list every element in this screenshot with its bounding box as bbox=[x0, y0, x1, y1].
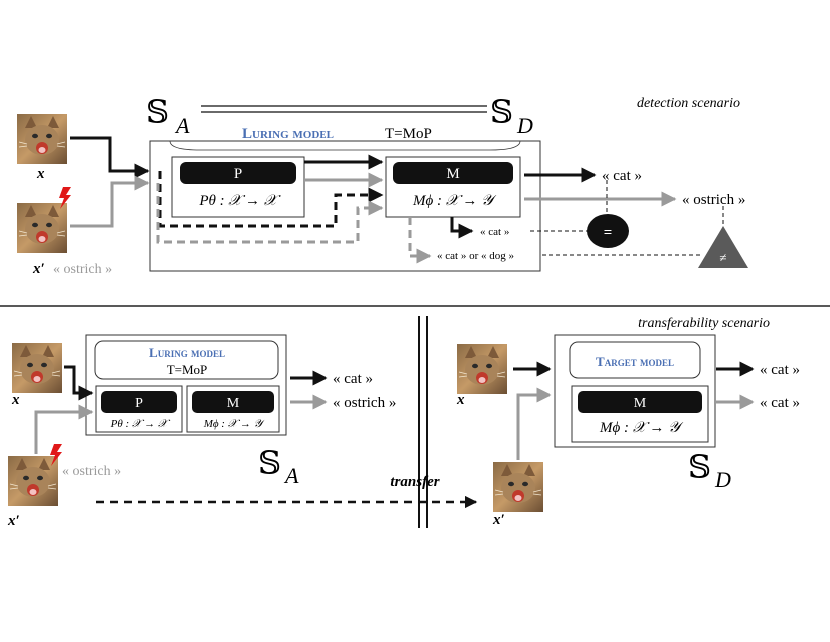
svg-text:D: D bbox=[714, 467, 731, 492]
small-cat-label: « cat » bbox=[480, 226, 509, 238]
target-output-1: « cat » bbox=[760, 362, 800, 378]
x-label-transfer: x bbox=[11, 392, 20, 408]
arrow-m-cat-or-dog bbox=[408, 217, 432, 264]
dashed-bypass-gray bbox=[156, 183, 384, 244]
target-output-2: « cat » bbox=[760, 395, 800, 411]
arrow-x-in-transfer bbox=[64, 365, 94, 401]
xprime-label-target: x′ bbox=[492, 512, 505, 528]
luring-output-ostrich: « ostrich » bbox=[333, 395, 396, 411]
svg-text:𝕊: 𝕊 bbox=[490, 93, 513, 131]
arrow-xprime-in-target bbox=[516, 387, 552, 460]
set-a-symbol-transfer: 𝕊 A bbox=[258, 444, 299, 488]
cat-image-x-target bbox=[456, 343, 508, 395]
luring-model-eq-transfer: T=MoP bbox=[167, 362, 208, 377]
transferability-title: transferability scenario bbox=[638, 316, 770, 331]
set-d-symbol-transfer: 𝕊 D bbox=[688, 448, 731, 492]
p-equation-transfer: Pθ : 𝒳 → 𝒳 bbox=[110, 418, 171, 430]
p-equation: Pθ : 𝒳 → 𝒳 bbox=[198, 193, 280, 209]
set-d-symbol: 𝕊 D bbox=[490, 93, 533, 138]
target-model-box bbox=[554, 334, 716, 448]
arrow-x-in bbox=[70, 136, 150, 179]
m-label-pill bbox=[393, 162, 513, 184]
p-label-pill bbox=[180, 162, 296, 184]
xprime-label: x′ bbox=[32, 261, 45, 277]
xprime-tag-transfer: « ostrich » bbox=[62, 464, 121, 479]
xprime-tag: « ostrich » bbox=[53, 262, 112, 277]
arrow-xprime-in-transfer bbox=[34, 404, 94, 454]
luring-brace bbox=[169, 140, 521, 151]
dashed-bypass-black bbox=[158, 171, 384, 228]
output-ostrich: « ostrich » bbox=[682, 192, 745, 208]
cat-image-x-transfer bbox=[11, 342, 63, 394]
m-label-transfer: M bbox=[227, 396, 240, 411]
xprime-label-transfer: x′ bbox=[7, 513, 20, 529]
p-label: P bbox=[234, 166, 242, 182]
luring-model-label: Luring model T=MoP bbox=[242, 126, 432, 142]
target-m-label: M bbox=[634, 396, 647, 411]
luring-model-header bbox=[94, 340, 279, 380]
p-label-pill-transfer bbox=[101, 391, 177, 413]
target-model-header bbox=[569, 341, 701, 379]
cat-image-x bbox=[16, 113, 68, 165]
equal-symbol: = bbox=[604, 225, 613, 241]
svg-text:𝕊: 𝕊 bbox=[258, 444, 281, 482]
svg-text:A: A bbox=[283, 463, 299, 488]
svg-text:Luring model: Luring model bbox=[242, 126, 334, 142]
cat-image-xprime-target bbox=[492, 461, 544, 513]
cat-image-xprime-transfer bbox=[7, 455, 59, 507]
target-m-pill bbox=[578, 391, 702, 413]
equal-circle bbox=[587, 214, 629, 248]
luring-model-box bbox=[149, 140, 541, 272]
transfer-label: transfer bbox=[390, 474, 439, 490]
set-a-symbol: 𝕊 A bbox=[146, 93, 190, 138]
not-equal-triangle bbox=[698, 226, 748, 268]
target-m-equation: Mϕ : 𝒳 → 𝒴 bbox=[599, 420, 684, 436]
not-equal-symbol: ≠ bbox=[719, 250, 726, 265]
arrow-m-small-cat bbox=[450, 217, 474, 239]
target-model-label: Target model bbox=[596, 354, 674, 369]
m-equation-transfer: Mϕ : 𝒳 → 𝒴 bbox=[203, 418, 266, 430]
x-label: x bbox=[36, 166, 45, 182]
output-cat: « cat » bbox=[602, 168, 642, 184]
svg-text:A: A bbox=[174, 113, 190, 138]
svg-text:T=MoP: T=MoP bbox=[385, 126, 432, 142]
cat-or-dog-label: « cat » or « dog » bbox=[437, 250, 514, 262]
m-equation: Mϕ : 𝒳 → 𝒴 bbox=[412, 193, 497, 209]
m-label-pill-transfer bbox=[192, 391, 274, 413]
svg-text:D: D bbox=[516, 113, 533, 138]
m-label: M bbox=[446, 166, 459, 182]
x-label-target: x bbox=[456, 392, 465, 408]
arrow-xprime-in bbox=[70, 175, 150, 228]
luring-output-cat: « cat » bbox=[333, 371, 373, 387]
svg-text:𝕊: 𝕊 bbox=[688, 448, 711, 486]
detection-title: detection scenario bbox=[637, 96, 740, 111]
luring-model-box-transfer bbox=[85, 334, 287, 436]
p-label-transfer: P bbox=[135, 396, 143, 411]
cat-image-xprime bbox=[16, 202, 68, 254]
svg-text:𝕊: 𝕊 bbox=[146, 93, 169, 131]
luring-model-label-transfer: Luring model bbox=[149, 345, 225, 360]
